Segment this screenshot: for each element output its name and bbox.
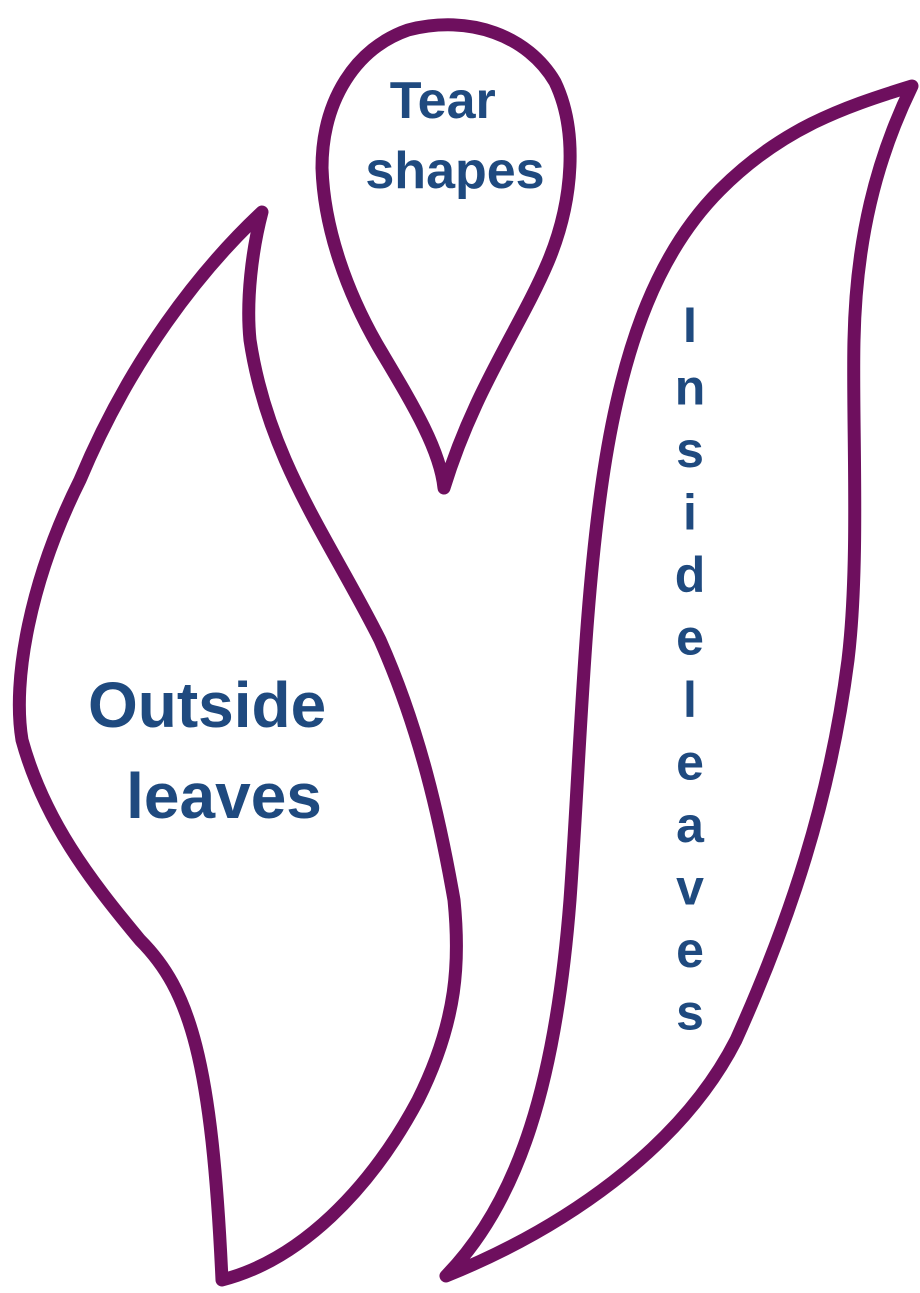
inside-label-letter: d [675,547,706,603]
inside-label-letter: v [676,860,704,916]
inside-label-letter: i [683,485,697,541]
inside-label-letter: l [683,672,697,728]
inside-label-letter: n [675,360,706,416]
outside-label-line-2: leaves [126,760,322,832]
inside-label-letter: I [683,297,697,353]
tear-label-line-2: shapes [365,142,544,200]
inside-label-letter: e [676,610,704,666]
inside-label-letter: e [676,735,704,791]
inside-label-letter: e [676,922,704,978]
inside-label-letter: s [676,985,704,1041]
inside-label-letter: s [676,422,704,478]
inside-label-letter: a [676,797,705,853]
tear-label-line-1: Tear [390,72,496,130]
outside-leaf-label: Outside leaves [88,669,344,832]
outside-label-line-1: Outside [88,669,326,741]
tear-shape-label: Tear shapes [365,72,544,200]
inside-leaf-outline [446,86,912,1276]
